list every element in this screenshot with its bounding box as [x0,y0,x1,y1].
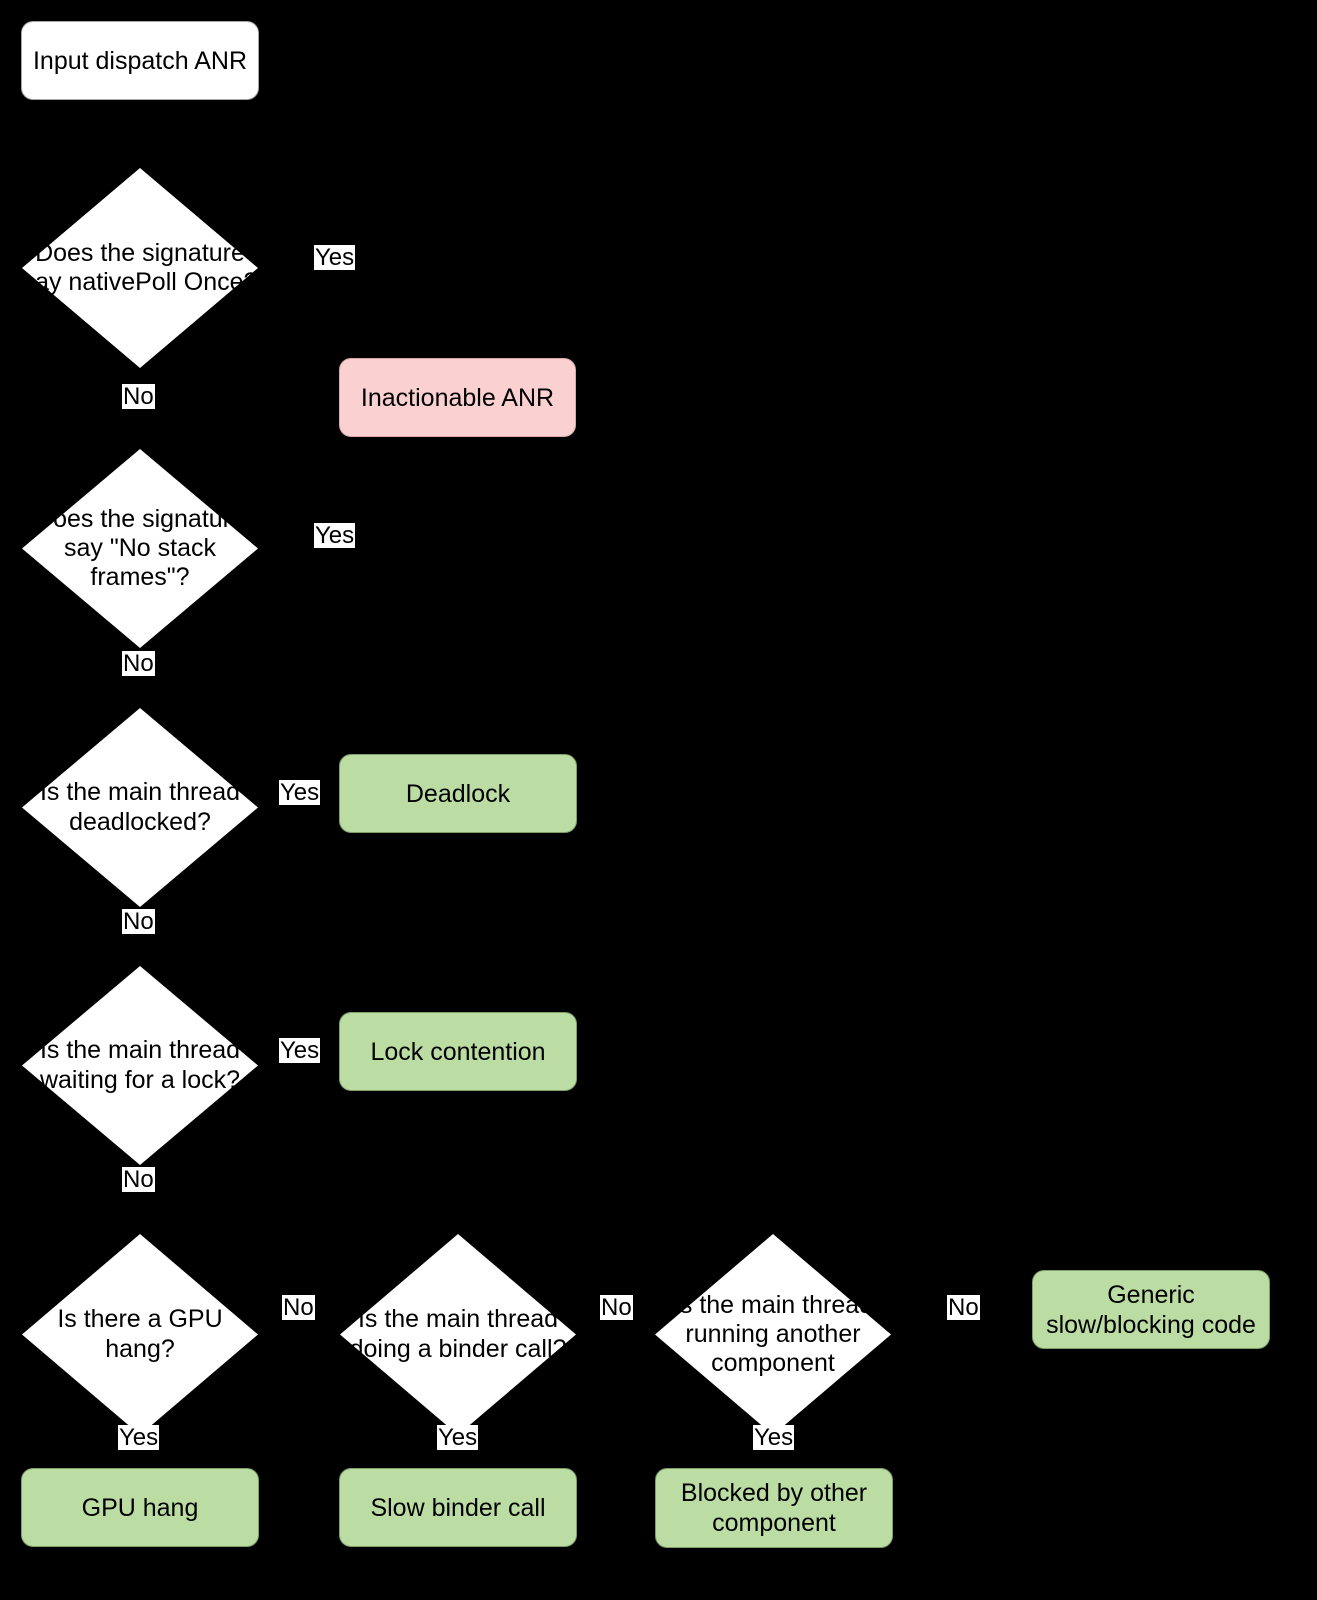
edge-component-yes [772,1435,774,1467]
edge-label-lock-yes: Yes [279,1037,321,1064]
edge-label-nativepoll-no: No [122,383,155,410]
edge-nostack-yes [258,547,358,549]
node-decision-another-component[interactable]: Is the main thread running another compo… [655,1234,891,1435]
node-inactionable-anr[interactable]: Inactionable ANR [339,358,576,437]
node-label: Generic slow/blocking code [1046,1280,1256,1339]
edge-label-deadlock-yes: Yes [279,779,321,806]
diamond-shape [22,168,258,368]
node-generic-slow-blocking-code[interactable]: Generic slow/blocking code [1032,1270,1270,1349]
node-label: Lock contention [370,1037,546,1066]
edge-binder-yes [456,1435,458,1467]
edge-label-gpu-yes: Yes [118,1424,160,1451]
node-input-dispatch-anr[interactable]: Input dispatch ANR [21,21,259,100]
edge-label-component-no: No [947,1294,980,1321]
edge-label-lock-no: No [122,1166,155,1193]
edge-label-binder-no: No [600,1294,633,1321]
edge-nostack-no [138,648,140,710]
edge-label-deadlock-no: No [122,908,155,935]
node-label: Slow binder call [370,1493,546,1522]
edge-label-nostack-yes: Yes [314,522,356,549]
node-blocked-by-other-component[interactable]: Blocked by other component [655,1468,893,1548]
node-label: Inactionable ANR [360,383,555,412]
edge-label-binder-yes: Yes [437,1424,479,1451]
edge-nativepoll-yes [258,268,358,270]
edge-label-nostack-no: No [122,650,155,677]
node-label: Input dispatch ANR [32,46,247,75]
edge-label-nativepoll-yes: Yes [314,244,356,271]
edge-deadlock-no [138,907,140,967]
node-decision-waiting-lock[interactable]: Is the main thread waiting for a lock? [22,966,258,1165]
node-gpu-hang[interactable]: GPU hang [21,1468,259,1547]
edge-start-to-nativepoll [138,99,140,169]
edge-label-gpu-no: No [282,1294,315,1321]
node-decision-nativepoll[interactable]: Does the signature say nativePoll Once? [22,168,258,368]
node-label: Blocked by other component [680,1479,868,1537]
node-label: Deadlock [405,779,511,808]
node-decision-deadlocked[interactable]: Is the main thread deadlocked? [22,708,258,907]
edge-label-component-yes: Yes [753,1424,795,1451]
diamond-shape [340,1234,576,1435]
node-deadlock[interactable]: Deadlock [339,754,577,833]
node-lock-contention[interactable]: Lock contention [339,1012,577,1091]
diamond-shape [22,449,258,648]
edge-gpu-yes [138,1435,140,1467]
diamond-shape [22,1234,258,1435]
diamond-shape [22,708,258,907]
diamond-shape [655,1234,891,1435]
diamond-shape [22,966,258,1165]
node-decision-no-stack-frames[interactable]: Does the signature say "No stack frames"… [22,449,258,648]
node-decision-gpu-hang[interactable]: Is there a GPU hang? [22,1234,258,1435]
node-label: GPU hang [81,1493,199,1522]
node-decision-binder-call[interactable]: Is the main thread doing a binder call? [340,1234,576,1435]
node-slow-binder-call[interactable]: Slow binder call [339,1468,577,1547]
edge-lock-no [138,1150,140,1236]
